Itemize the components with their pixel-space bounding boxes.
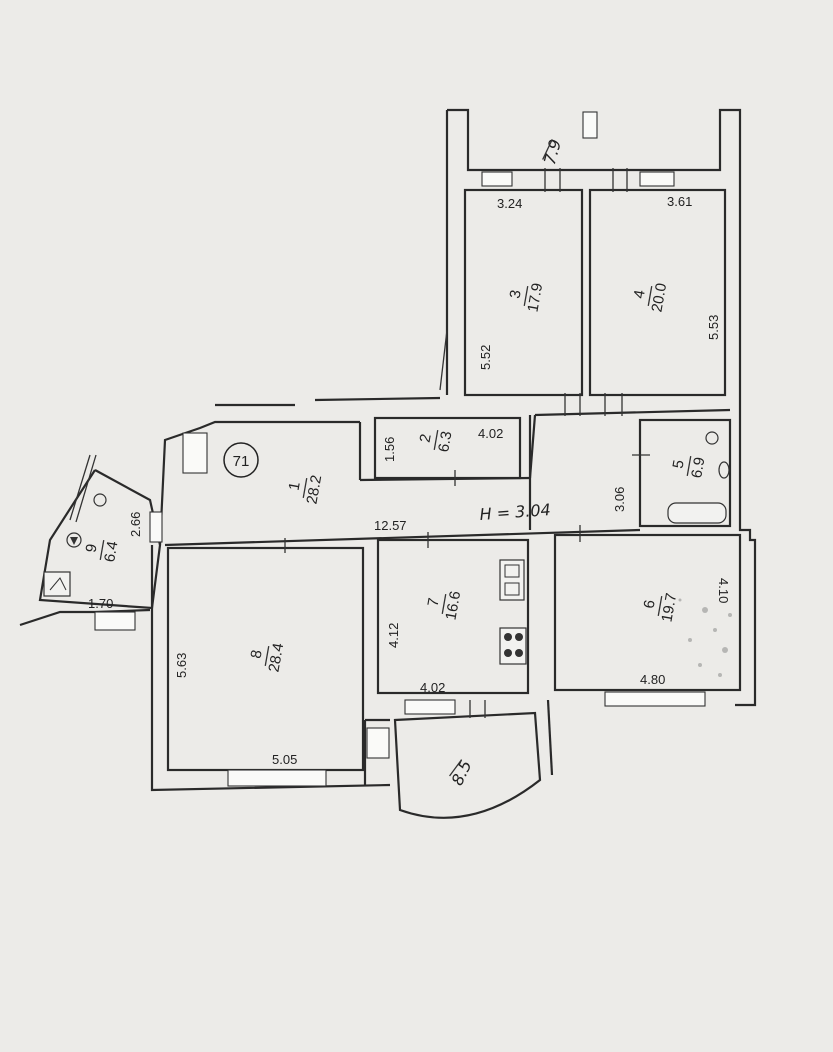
dim-5-53: 5.53: [706, 315, 721, 340]
room-number: 1: [286, 481, 304, 492]
dim-4-02-closet: 4.02: [478, 426, 503, 441]
room-number: 8: [248, 649, 266, 660]
room-label-2: 2 6.3: [417, 430, 456, 453]
room-label-6: 6 19.7: [641, 592, 681, 624]
dim-4-12: 4.12: [386, 623, 401, 648]
room-area: 28.4: [265, 642, 287, 674]
room-number: 5: [670, 459, 688, 470]
dim-3-61: 3.61: [667, 194, 692, 209]
dim-3-06: 3.06: [612, 487, 627, 512]
dim-1-56: 1.56: [382, 437, 397, 462]
window-hall: [182, 432, 208, 474]
window-room-3: [481, 171, 513, 187]
room-area: 16.6: [442, 590, 464, 622]
dim-4-10: 4.10: [716, 578, 731, 603]
balcony-post: [582, 111, 598, 139]
room-number: 9: [83, 543, 101, 554]
bath-fixtures: [667, 431, 730, 524]
dimensions: 3.24 3.61 5.52 5.53 1.56 4.02 3.06 2.66 …: [88, 194, 731, 767]
room-area: 20.0: [648, 282, 670, 314]
window-room-4: [639, 171, 675, 187]
room-label-7: 7 16.6: [425, 590, 465, 622]
unit-marker-circle: [223, 442, 259, 478]
windows: [94, 111, 706, 787]
window-room-7: [404, 699, 456, 715]
window-room-9: [94, 611, 136, 631]
dim-4-02-kitchen: 4.02: [420, 680, 445, 695]
dim-5-52: 5.52: [478, 345, 493, 370]
dim-12-57: 12.57: [374, 518, 407, 533]
room-label-4: 4 20.0: [631, 282, 671, 314]
walls: [19, 108, 757, 819]
room-label-8: 8 28.4: [248, 642, 288, 674]
room-label-9: 9 6.4: [83, 540, 122, 563]
door-balcony-8: [366, 727, 390, 759]
room-area: 28.2: [303, 474, 325, 506]
room-area: 6.4: [101, 540, 121, 563]
door-marks: [69, 168, 650, 718]
dim-1-70: 1.70: [88, 596, 113, 611]
dim-2-66: 2.66: [128, 512, 143, 537]
unit-marker: 71: [233, 453, 250, 470]
stain-texture: [678, 598, 732, 677]
dim-5-63: 5.63: [174, 653, 189, 678]
ceiling-height: H = 3.04: [479, 500, 551, 524]
room-area: 17.9: [524, 282, 546, 314]
dim-3-24: 3.24: [497, 196, 522, 211]
dim-5-05: 5.05: [272, 752, 297, 767]
room-label-3: 3 17.9: [507, 282, 547, 314]
room-number: 3: [507, 289, 525, 300]
room-area: 6.3: [435, 430, 455, 453]
wc-fixtures: [43, 493, 107, 597]
room-label-1: 1 28.2: [286, 474, 326, 506]
window-room-8: [227, 769, 327, 787]
window-room-6: [604, 691, 706, 707]
door-hall-9: [149, 511, 163, 543]
room-number: 4: [631, 289, 649, 300]
room-number: 7: [425, 597, 443, 608]
room-area: 19.7: [658, 592, 680, 624]
room-area: 6.9: [688, 456, 708, 479]
room-number: 2: [417, 433, 435, 444]
dim-4-80: 4.80: [640, 672, 665, 687]
kitchen-stove: [499, 559, 527, 665]
room-number: 6: [641, 599, 659, 610]
room-label-5: 5 6.9: [670, 456, 709, 479]
